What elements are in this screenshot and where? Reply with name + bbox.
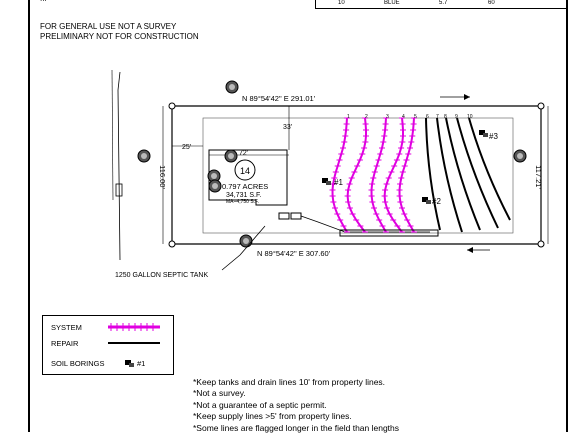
flow-arrowhead [464,94,470,100]
marker-flag-icon [513,149,527,163]
ma-label: MA=4,750 S.F. [226,199,259,205]
marker-flag-icon [239,234,253,248]
page-frame-right [566,0,568,432]
marker-flag-icon [225,80,239,94]
system-drain-line [331,117,348,233]
septic-tank [290,212,302,220]
septic-tank-label: 1250 GALLON SEPTIC TANK [115,272,208,279]
top-table-cell: 10 [338,0,345,6]
repair-drain-line [468,117,511,221]
boring-label: #1 [334,178,343,187]
lot-number-circle [234,159,256,181]
page-frame-left [28,0,30,432]
lot-number: 14 [240,166,250,176]
road-line-2 [111,69,114,201]
boring-label: #3 [489,132,498,141]
system-drain-line [370,117,387,233]
marker-flag-icon [208,179,222,193]
legend-borings-label: SOIL BORINGS [51,359,105,368]
corner-pin [168,102,176,110]
notes-list: *Keep tanks and drain lines 10' from pro… [193,377,399,434]
property-boundary [171,105,542,245]
repair-drain-lines [425,117,511,233]
repair-drain-line [436,117,463,233]
header-line-1: FOR GENERAL USE NOT A SURVEY [40,22,177,31]
legend-system-swatch [108,323,160,331]
bearing-top: N 89°54'42" E 291.01' [242,94,316,103]
line-number: 1 [347,114,350,120]
top-table: 10 BLUE 5.7 60 [315,0,568,9]
boring-label: #2 [432,197,441,206]
line-number: 4 [402,114,405,120]
septic-leader [221,225,266,271]
soil-boring-icon [322,178,331,185]
line-number: 6 [426,114,429,120]
distribution-header [339,229,439,237]
note-item: *Not a survey. [193,388,246,399]
culvert [115,183,123,197]
system-drain-line [346,117,367,233]
house-footprint [208,149,288,206]
line-number: 5 [414,114,417,120]
note-item: *Keep tanks and drain lines 10' from pro… [193,377,386,387]
note-item: *Keep supply lines >5' from property lin… [193,411,352,422]
top-table-cell: 5.7 [439,0,448,6]
setback-25-label: 25' [182,144,191,151]
road-line [117,71,121,261]
marker-flag-icon [137,149,151,163]
system-drain-line [383,117,404,233]
septic-tank [278,212,290,220]
repair-drain-line [425,117,441,231]
header-cut-text: ... [40,0,47,3]
header-line-2: PRELIMINARY NOT FOR CONSTRUCTION [40,32,199,41]
line-number: 3 [386,114,389,120]
marker-flag-icon [224,149,238,163]
line-number: 7 [436,114,439,120]
system-drain-lines [329,117,417,233]
acres-label: 0.797 ACRES [222,182,268,191]
soil-boring-icon [479,130,488,137]
note-item: *Not a guarantee of a septic permit. [193,399,327,410]
setback-line [202,117,514,234]
legend-box: SYSTEM REPAIR SOIL BORINGS #1 [42,315,174,375]
sqft-label: 34,731 S.F. [226,192,261,199]
setback-33-label: 33' [283,124,292,131]
soil-boring-icon [422,197,431,204]
legend-system-label: SYSTEM [51,323,82,332]
line-number: 10 [467,114,473,120]
legend-boring-sample: #1 [137,359,146,368]
house-width-label: 72' [239,150,248,157]
bearing-bottom: N 89°54'42" E 307.60' [257,249,331,258]
repair-drain-line [445,117,481,231]
note-item: *Some lines are flagged longer in the fi… [193,422,400,433]
line-number: 2 [365,114,368,120]
corner-pin [537,102,545,110]
dim-right-label: 117.21' [534,165,543,189]
repair-drain-line [456,117,499,229]
line-number: 8 [444,114,447,120]
dim-left-label: 116.00' [158,165,167,189]
corner-pin [537,240,545,248]
top-table-cell: BLUE [384,0,400,6]
soil-boring-icon [125,360,134,367]
top-table-cell: 60 [488,0,495,6]
corner-pin [168,240,176,248]
line-number: 9 [455,114,458,120]
system-drain-line [398,117,415,233]
legend-repair-label: REPAIR [51,339,79,348]
flow-arrowhead [467,247,473,253]
legend-repair-swatch [108,342,160,344]
